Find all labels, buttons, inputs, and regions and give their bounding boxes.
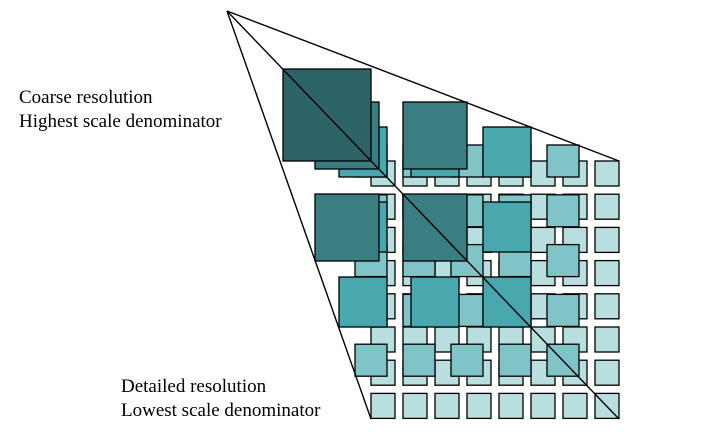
level-4-tile: [466, 392, 492, 420]
level-2-tile: [338, 276, 388, 328]
pyramid-top-edge-line: [226, 10, 620, 162]
level-4-tile: [434, 392, 460, 420]
level-2-tile: [410, 276, 460, 328]
coarse-resolution-text: Coarse resolution: [19, 87, 153, 108]
highest-scale-denominator-text: Highest scale denominator: [19, 111, 222, 132]
level-3-tile: [546, 144, 580, 178]
level-2-tile: [482, 126, 532, 178]
level-1-tile: [314, 193, 380, 262]
coarse-resolution-label: Coarse resolution Highest scale denomina…: [19, 86, 222, 134]
level-4-tile: [370, 392, 396, 420]
level-3-tile: [354, 343, 388, 377]
level-4-tile: [594, 293, 620, 320]
level-4-tile: [594, 326, 620, 353]
level-4-tile: [594, 193, 620, 220]
level-3-tile: [546, 293, 580, 328]
pyramid-diagonal-line: [226, 10, 620, 420]
level-4-tile: [594, 226, 620, 254]
level-3-tile: [402, 343, 436, 377]
lowest-scale-denominator-text: Lowest scale denominator: [121, 400, 321, 421]
level-3-tile: [450, 343, 484, 377]
level-3-tile: [498, 343, 532, 377]
level-4-tile: [594, 259, 620, 287]
level-4-tile: [530, 392, 556, 420]
level-1-tile: [402, 101, 468, 170]
detailed-resolution-text: Detailed resolution: [121, 376, 267, 397]
level-4-tile: [594, 160, 620, 187]
level-3-tile: [546, 243, 580, 278]
detailed-resolution-label: Detailed resolution Lowest scale denomin…: [121, 375, 320, 423]
level-4-tile: [594, 359, 620, 386]
pyramid-left-edge-line: [226, 10, 372, 420]
level-3-tile: [546, 194, 580, 228]
level-2-tile: [482, 201, 532, 253]
level-4-tile: [498, 392, 524, 420]
level-4-tile: [562, 392, 588, 420]
level-4-tile: [402, 392, 428, 420]
